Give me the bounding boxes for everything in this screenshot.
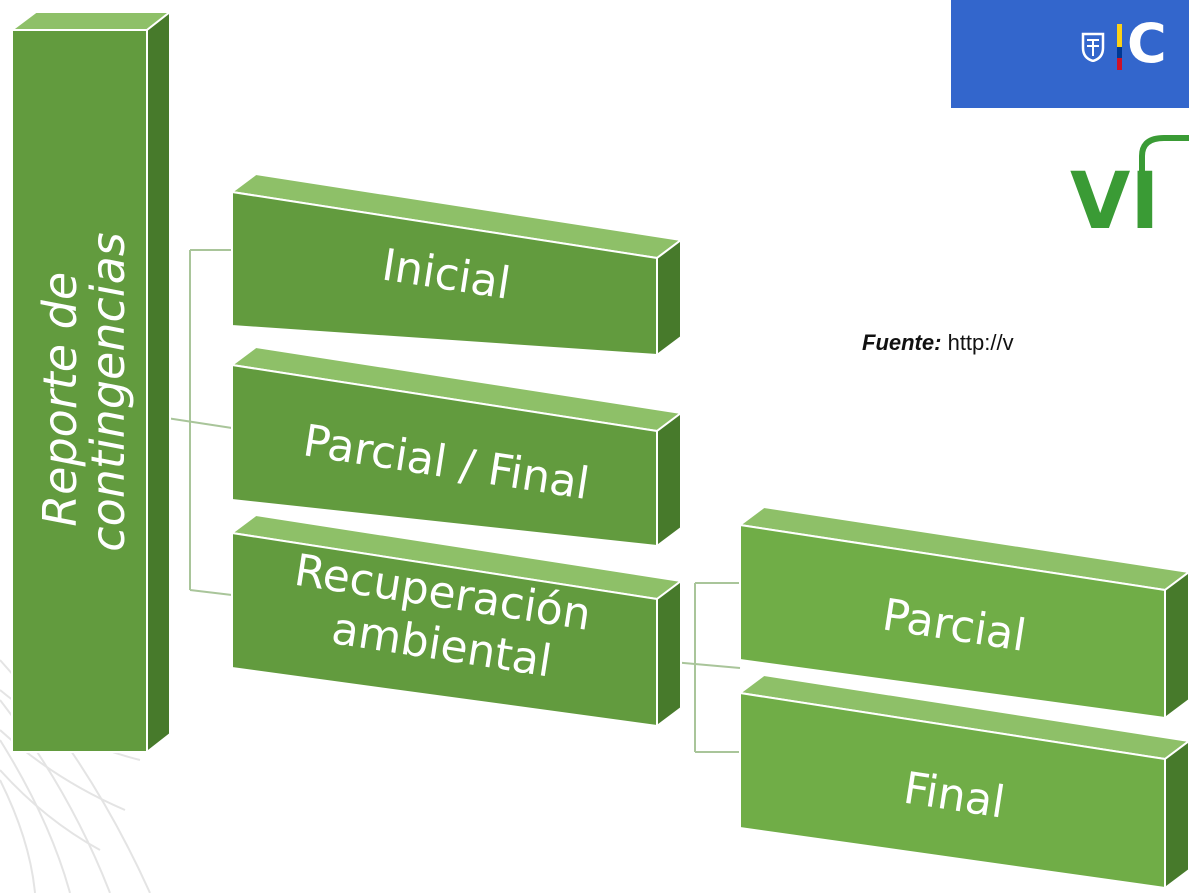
flag-stripe-icon	[1117, 24, 1122, 70]
root-box: Reporte de contingencias	[9, 9, 173, 755]
source-value: http://v	[947, 330, 1014, 355]
box-recuperacion: Recuperación ambiental	[229, 513, 684, 728]
box-sub-final-front	[739, 691, 1166, 890]
coat-of-arms-icon	[1081, 32, 1105, 62]
box-inicial-front	[231, 190, 658, 357]
box-sub-parcial-side	[1164, 570, 1189, 720]
gov-banner: C	[951, 0, 1189, 108]
box-sub-final-side	[1164, 739, 1189, 890]
root-box-side	[146, 9, 171, 755]
box-parcial-final: Parcial / Final	[229, 345, 684, 548]
source-label: Fuente:	[862, 330, 942, 355]
box-parcial-final-front	[231, 363, 658, 548]
root-box-label: Reporte de contingencias	[33, 232, 135, 551]
connector-to-recuperacion	[189, 589, 233, 596]
vit-logo: VI	[1070, 135, 1189, 246]
box-sub-parcial: Parcial	[737, 505, 1189, 720]
box-parcial-final-side	[656, 411, 682, 548]
root-box-front	[11, 29, 148, 753]
logo-arc-icon	[1139, 135, 1189, 180]
root-box-top	[9, 11, 173, 31]
box-sub-parcial-front	[739, 523, 1166, 720]
box-recuperacion-front	[231, 531, 658, 728]
source-line: Fuente: http://v	[862, 330, 1014, 356]
root-label-line-2: contingencias	[81, 232, 135, 551]
gov-logo-text: C	[1127, 12, 1167, 75]
box-inicial: Inicial	[229, 172, 684, 357]
box-recuperacion-side	[656, 579, 682, 728]
logo-text: VI	[1070, 157, 1159, 246]
root-label-line-1: Reporte de	[33, 272, 87, 527]
box-inicial-side	[656, 238, 682, 357]
box-sub-final: Final	[737, 673, 1189, 890]
